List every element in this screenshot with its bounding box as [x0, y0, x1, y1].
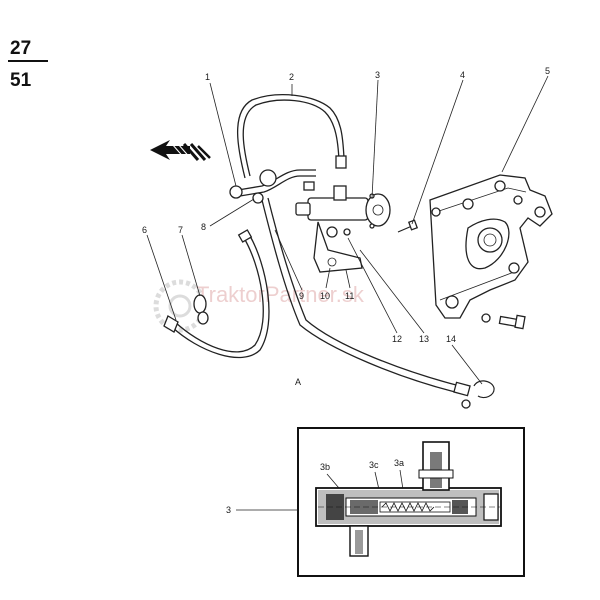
detail-inset: 3 3b 3c 3a [226, 427, 525, 577]
page-index: 27 51 [8, 38, 48, 91]
feed-pipe [236, 94, 347, 179]
master-cylinder [295, 185, 391, 273]
callout-3: 3 [375, 70, 380, 80]
cylinder-flange [365, 193, 391, 227]
bracket-bore [477, 227, 503, 253]
cylinder-lug [313, 221, 363, 273]
watermark-text: TraktorPartner.sk [196, 282, 365, 307]
banjo-bolt [259, 169, 277, 187]
pipe-union-nut [335, 155, 347, 169]
section-number: 27 [10, 38, 31, 59]
hose-end [237, 229, 253, 243]
washer [252, 192, 264, 204]
callout-3a: 3a [394, 458, 404, 468]
callout-1: 1 [205, 72, 210, 82]
detail-ref-label: 3 [226, 505, 231, 515]
bracket [429, 174, 553, 319]
callout-6: 6 [142, 225, 147, 235]
callout-3b: 3b [320, 462, 330, 472]
callout-5: 5 [545, 66, 550, 76]
pipe-clip [473, 380, 495, 399]
hose-end-lower [163, 315, 179, 333]
callout-12: 12 [392, 334, 402, 344]
callout-4: 4 [460, 70, 465, 80]
callout-9: 9 [299, 291, 304, 301]
callout-8: 8 [201, 222, 206, 232]
mounting-bolt [481, 313, 526, 330]
stray-mark: A [295, 377, 301, 387]
nipple [303, 181, 315, 191]
bleed-screw [229, 185, 243, 199]
callout-2: 2 [289, 72, 294, 82]
leader-lines [146, 75, 549, 385]
watermark-gear-hub-icon [168, 294, 192, 318]
cylinder-section [315, 441, 502, 557]
callout-7: 7 [178, 225, 183, 235]
callout-13: 13 [419, 334, 429, 344]
bolt-4 [397, 219, 419, 233]
banjo-fitting [229, 169, 316, 204]
pipe-end-fitting [461, 399, 471, 409]
callout-11: 11 [345, 291, 354, 301]
pipe-end-nut [453, 381, 471, 397]
hose-clip [193, 294, 209, 325]
pin [343, 228, 351, 236]
page-number: 51 [10, 70, 32, 91]
callout-14: 14 [446, 334, 456, 344]
watermark: TraktorPartner.sk [153, 279, 365, 333]
cylinder-port [333, 185, 347, 201]
callouts: 1 2 3 4 5 6 7 8 9 10 11 12 13 14 [142, 66, 550, 344]
callout-3c: 3c [369, 460, 379, 470]
direction-arrow-icon [150, 140, 211, 161]
reservoir-hose [163, 229, 270, 359]
pushrod-clevis [326, 226, 338, 238]
washer-lower [481, 313, 491, 323]
callout-10: 10 [320, 291, 330, 301]
